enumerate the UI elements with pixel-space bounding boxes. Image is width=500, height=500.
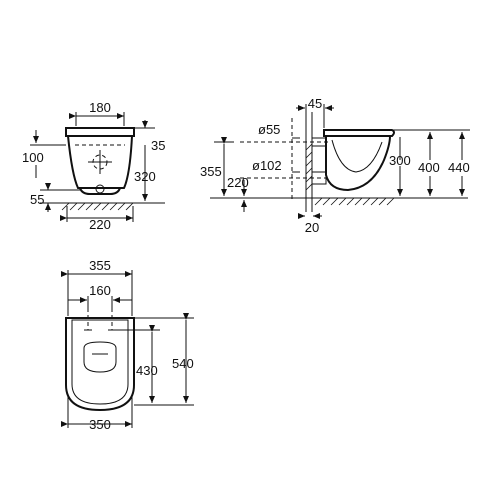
front-bowl [67, 135, 133, 189]
front-floor-hatch [61, 202, 134, 211]
front-outlet [95, 184, 105, 194]
front-seat [65, 127, 135, 137]
side-view: 45 ø55 ø102 355 220 300 400 440 20 [200, 96, 470, 235]
dim-35: 35 [151, 138, 165, 153]
dim-180: 180 [89, 100, 111, 115]
top-seat-outline [71, 319, 129, 405]
side-bowl [325, 135, 391, 192]
front-base [79, 187, 121, 195]
dim-320: 320 [134, 169, 156, 184]
dim-430: 430 [136, 363, 158, 378]
dim-55: 55 [30, 192, 44, 207]
dim-355-top: 355 [89, 258, 111, 273]
side-seat [323, 129, 395, 137]
dim-20: 20 [305, 220, 319, 235]
dim-220-base: 220 [89, 217, 111, 232]
top-bowl-opening [83, 341, 117, 373]
dim-355: 355 [200, 164, 222, 179]
dim-o102: ø102 [252, 158, 282, 173]
side-inner-bowl [331, 139, 383, 173]
dim-440: 440 [448, 160, 470, 175]
side-floor-hatch [314, 197, 395, 206]
dim-220-side: 220 [227, 175, 249, 190]
dim-540: 540 [172, 356, 194, 371]
dim-400: 400 [418, 160, 440, 175]
dim-300: 300 [389, 153, 411, 168]
dim-o55: ø55 [258, 122, 280, 137]
dim-100: 100 [22, 150, 44, 165]
dim-160: 160 [89, 283, 111, 298]
dim-45: 45 [308, 96, 322, 111]
front-view: 180 100 35 320 55 220 [22, 100, 165, 232]
top-view: 355 160 430 540 350 [61, 258, 194, 432]
dim-350: 350 [89, 417, 111, 432]
wall-hatch [305, 143, 313, 191]
